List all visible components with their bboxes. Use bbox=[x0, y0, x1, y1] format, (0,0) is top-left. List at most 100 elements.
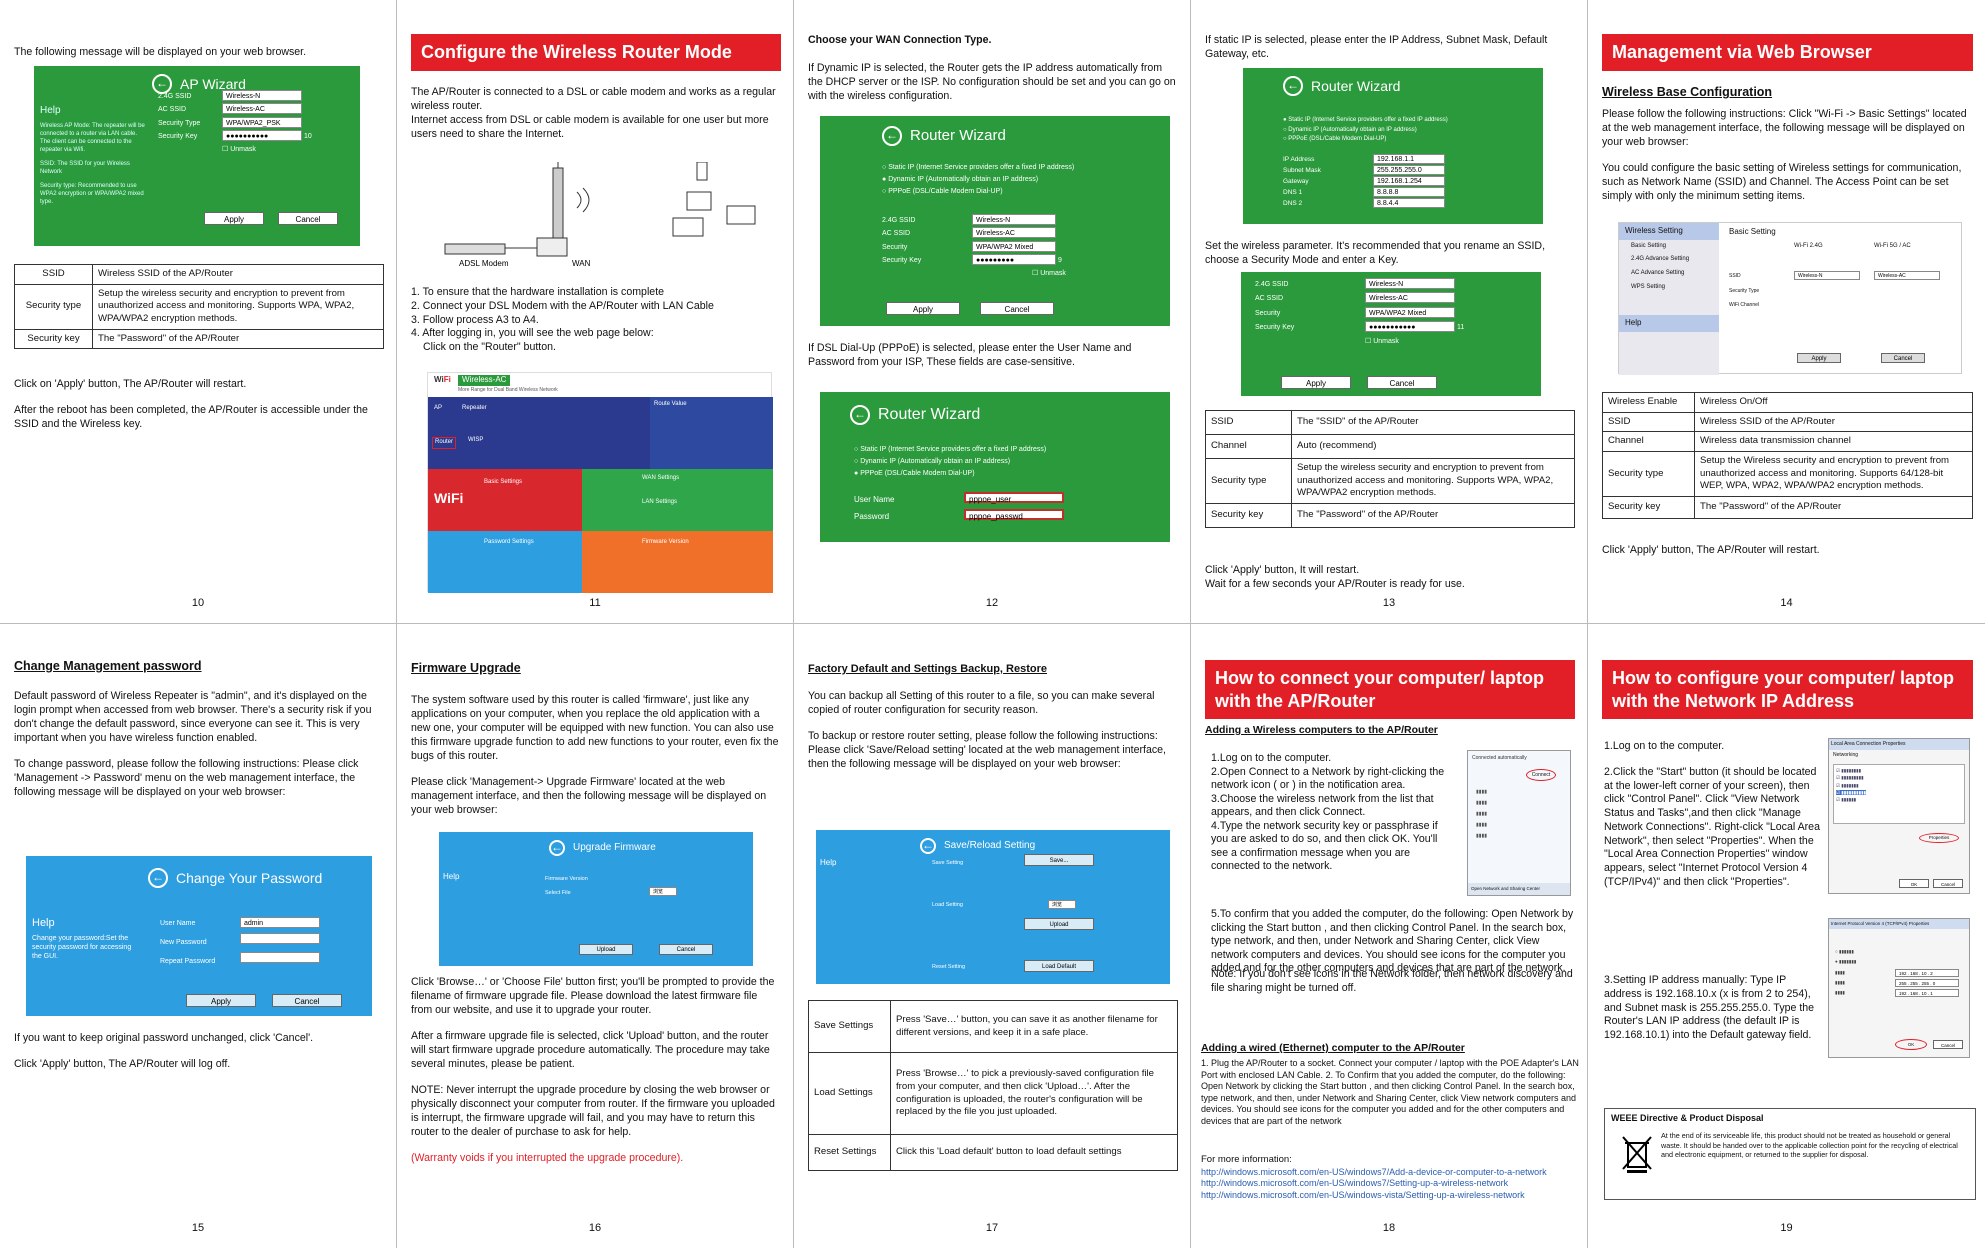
browse-button[interactable]: 浏览 bbox=[1048, 900, 1076, 909]
apply-button[interactable]: Apply bbox=[886, 302, 960, 315]
unmask-checkbox[interactable]: Unmask bbox=[1373, 338, 1399, 346]
dns2-input[interactable]: 8.8.4.4 bbox=[1373, 198, 1445, 209]
dlg1-ok-button[interactable]: OK bbox=[1899, 879, 1929, 888]
weee-bin-icon bbox=[1622, 1136, 1652, 1173]
unmask-checkbox[interactable]: Unmask bbox=[1040, 270, 1066, 278]
opt-dynamic[interactable]: Dynamic IP (Automatically obtain an IP a… bbox=[1288, 126, 1417, 133]
ws-ssid2-input[interactable]: Wireless-AC bbox=[1874, 271, 1940, 280]
popup-connect-button[interactable]: Connect bbox=[1526, 769, 1556, 781]
cancel-button[interactable]: Cancel bbox=[1367, 376, 1437, 389]
apply-button[interactable]: Apply bbox=[186, 994, 256, 1007]
back-icon[interactable]: ← bbox=[882, 126, 902, 146]
back-icon[interactable]: ← bbox=[152, 74, 172, 94]
cancel-button[interactable]: Cancel bbox=[980, 302, 1054, 315]
ws-menu-basic[interactable]: Basic Setting bbox=[1631, 242, 1667, 249]
wifi-panel[interactable]: WiFi Basic Settings bbox=[428, 469, 582, 531]
ws-menu-ac[interactable]: AC Advance Setting bbox=[1631, 270, 1685, 277]
sec-select[interactable]: WPA/WPA2 Mixed bbox=[972, 240, 1056, 252]
dlg1-tab[interactable]: Networking bbox=[1833, 751, 1859, 758]
key-input[interactable]: ●●●●●●●●●● bbox=[222, 129, 302, 141]
dlg2-gw-input[interactable]: 192 . 168 . 10 . 1 bbox=[1895, 989, 1959, 997]
cancel-button[interactable]: Cancel bbox=[659, 944, 713, 955]
firmware-panel[interactable]: Firmware Version bbox=[582, 531, 773, 593]
opt-pppoe[interactable]: PPPoE (DSL/Cable Modem Dial-UP) bbox=[888, 187, 1003, 195]
ac-ssid-input[interactable]: Wireless-AC bbox=[222, 103, 302, 115]
opt-static[interactable]: Static IP (Internet Service providers of… bbox=[1288, 117, 1448, 123]
dlg1-cancel-button[interactable]: Cancel bbox=[1933, 879, 1963, 888]
pass-input[interactable]: pppoe_passwd bbox=[964, 508, 1064, 521]
gw-input[interactable]: 192.168.1.254 bbox=[1373, 176, 1445, 187]
apply-button[interactable]: Apply bbox=[1281, 376, 1351, 389]
ac-input[interactable]: Wireless-AC bbox=[972, 227, 1056, 239]
sec-select[interactable]: WPA/WPA2 Mixed bbox=[1365, 306, 1455, 318]
ws-ssid1-input[interactable]: Wireless-N bbox=[1794, 271, 1860, 280]
browse-button[interactable]: 浏览 bbox=[649, 887, 677, 896]
password-panel[interactable]: Password Settings bbox=[428, 531, 582, 593]
table-cell: The "Password" of the AP/Router bbox=[92, 328, 384, 350]
opt-dynamic[interactable]: Dynamic IP (Automatically obtain an IP a… bbox=[888, 175, 1039, 183]
back-icon[interactable]: ← bbox=[920, 838, 936, 854]
sectype-select[interactable]: WPA/WPA2_PSK bbox=[222, 116, 302, 128]
dlg2-mask-input[interactable]: 255 . 255 . 255 . 0 bbox=[1895, 979, 1959, 987]
tile-router[interactable]: Router bbox=[432, 437, 457, 449]
popup-footer[interactable]: Open Network and Sharing Center bbox=[1468, 883, 1570, 895]
opt-pppoe[interactable]: PPPoE (DSL/Cable Modem Dial-UP) bbox=[860, 469, 975, 477]
dlg1-properties-button[interactable]: Properties bbox=[1919, 833, 1959, 843]
back-icon[interactable]: ← bbox=[148, 868, 168, 888]
repeat-pass-input[interactable] bbox=[240, 951, 320, 963]
apply-button[interactable]: Apply bbox=[204, 212, 264, 225]
firmware-link[interactable]: Firmware Version bbox=[642, 539, 689, 545]
user-input[interactable]: admin bbox=[240, 917, 320, 928]
ssid24-input[interactable]: Wireless-N bbox=[972, 214, 1056, 225]
link-wireless-vista[interactable]: http://windows.microsoft.com/en-US/windo… bbox=[1201, 1189, 1525, 1200]
key-input[interactable]: ●●●●●●●●● bbox=[972, 253, 1056, 265]
ssid24-input[interactable]: Wireless-N bbox=[222, 90, 302, 101]
key-label: Security Key bbox=[1255, 324, 1295, 332]
ac-input[interactable]: Wireless-AC bbox=[1365, 292, 1455, 304]
ws-cancel-button[interactable]: Cancel bbox=[1881, 353, 1925, 363]
p11-step: 3. Follow process A3 to A4. bbox=[411, 313, 539, 326]
back-icon[interactable]: ← bbox=[549, 840, 565, 856]
tile-ap[interactable]: AP bbox=[434, 405, 443, 411]
tile-repeater[interactable]: Repeater bbox=[462, 405, 487, 411]
opt-static[interactable]: Static IP (Internet Service providers of… bbox=[888, 164, 1075, 171]
save-reload-screen: ←Save/Reload Setting Help Save Setting S… bbox=[816, 830, 1170, 984]
lan-panel[interactable]: WAN Settings LAN Settings bbox=[582, 469, 773, 531]
dlg2-cancel-button[interactable]: Cancel bbox=[1933, 1040, 1963, 1049]
link-wireless-win7[interactable]: http://windows.microsoft.com/en-US/windo… bbox=[1201, 1178, 1509, 1189]
page-number: 15 bbox=[191, 1222, 205, 1235]
wan-link[interactable]: WAN Settings bbox=[642, 475, 680, 481]
dlg2-ip-input[interactable]: 192 . 168 . 10 . 2 bbox=[1895, 969, 1959, 977]
ws-menu-wps[interactable]: WPS Setting bbox=[1631, 284, 1666, 291]
p19-step2: 2.Click the "Start" button (it should be… bbox=[1604, 765, 1820, 888]
ssid24-input[interactable]: Wireless-N bbox=[1365, 278, 1455, 289]
opt-static[interactable]: Static IP (Internet Service providers of… bbox=[860, 446, 1047, 453]
user-input[interactable]: pppoe_user bbox=[964, 492, 1064, 504]
lan-link[interactable]: LAN Settings bbox=[642, 499, 678, 505]
link-add-device[interactable]: http://windows.microsoft.com/en-US/windo… bbox=[1201, 1166, 1547, 1177]
opt-pppoe[interactable]: PPPoE (DSL/Cable Modem Dial-UP) bbox=[1288, 136, 1387, 143]
key-input[interactable]: ●●●●●●●●●●● bbox=[1365, 321, 1455, 333]
back-icon[interactable]: ← bbox=[850, 404, 870, 425]
cancel-button[interactable]: Cancel bbox=[278, 212, 338, 225]
back-icon[interactable]: ← bbox=[1283, 76, 1303, 96]
dns1-input[interactable]: 8.8.8.8 bbox=[1373, 187, 1445, 198]
password-link[interactable]: Password Settings bbox=[484, 539, 534, 545]
opt-dynamic[interactable]: Dynamic IP (Automatically obtain an IP a… bbox=[860, 457, 1011, 465]
tile-wisp[interactable]: WISP bbox=[468, 437, 484, 443]
dlg2-ok-button[interactable]: OK bbox=[1895, 1039, 1927, 1050]
ip-input[interactable]: 192.168.1.1 bbox=[1373, 154, 1445, 164]
page-14: Management via Web Browser Wireless Base… bbox=[1588, 0, 1985, 624]
save-button[interactable]: Save... bbox=[1024, 854, 1094, 866]
unmask-checkbox[interactable]: Unmask bbox=[230, 146, 256, 154]
ws-menu-24g[interactable]: 2.4G Advance Setting bbox=[1631, 256, 1690, 263]
new-pass-input[interactable] bbox=[240, 932, 320, 944]
load-default-button[interactable]: Load Default bbox=[1024, 960, 1094, 972]
ws-apply-button[interactable]: Apply bbox=[1797, 353, 1841, 363]
upload-button[interactable]: Upload bbox=[1024, 918, 1094, 930]
mask-input[interactable]: 255.255.255.0 bbox=[1373, 165, 1445, 176]
basic-link[interactable]: Basic Settings bbox=[484, 479, 523, 485]
upload-button[interactable]: Upload bbox=[579, 944, 633, 955]
sec-label: Security bbox=[1255, 309, 1281, 317]
cancel-button[interactable]: Cancel bbox=[272, 994, 342, 1007]
